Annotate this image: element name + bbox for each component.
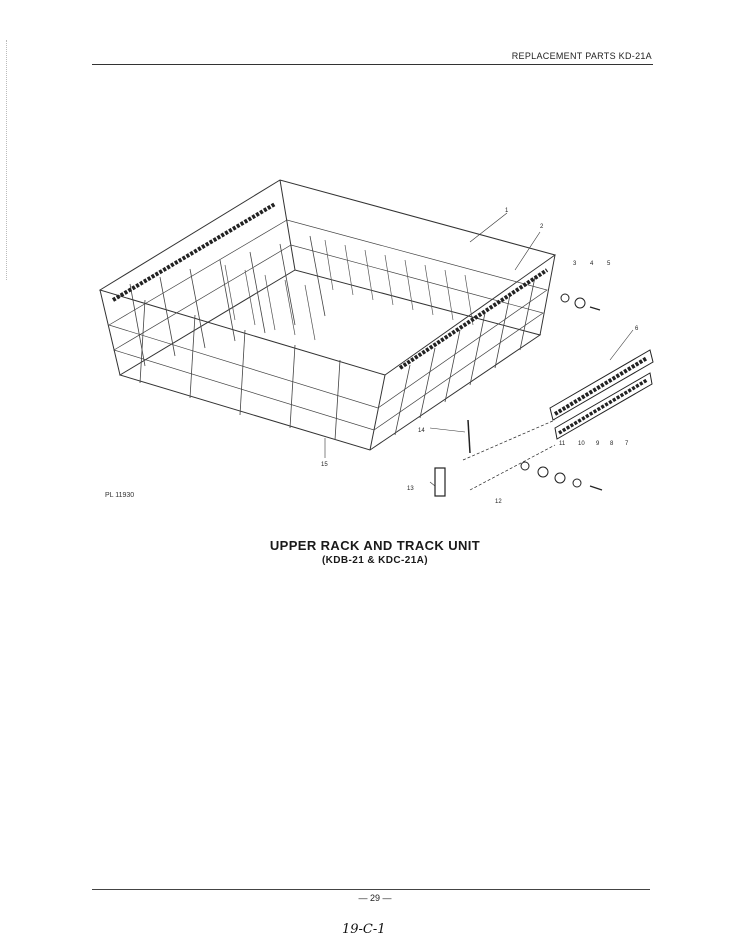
roller (554, 472, 566, 484)
track-end-cap (434, 467, 446, 497)
handwritten-note: 19-C-1 (342, 922, 386, 937)
track-rail-lower (554, 372, 653, 440)
figure-id: PL 11930 (105, 492, 135, 499)
figure-title: UPPER RACK AND TRACK UNIT (269, 538, 481, 553)
callout-8: 8 (610, 441, 614, 447)
roller (574, 297, 586, 309)
callout-5: 5 (607, 261, 611, 267)
callout-2: 2 (540, 224, 544, 230)
callout-7: 7 (625, 441, 629, 447)
callout-15: 15 (321, 462, 328, 468)
roller (572, 478, 582, 488)
roller (537, 466, 549, 478)
roller (520, 461, 530, 471)
figure-subtitle: (KDB-21 & KDC-21A) (321, 555, 429, 566)
rack-side-wires (129, 235, 536, 441)
callout-1: 1 (505, 208, 509, 214)
page-header: REPLACEMENT PARTS KD-21A (511, 51, 652, 61)
roller (560, 293, 570, 303)
callout-3: 3 (573, 261, 577, 267)
left-margin-marks (6, 40, 9, 280)
page-number: — 29 — (358, 893, 392, 903)
callout-14: 14 (418, 428, 425, 434)
callout-6: 6 (635, 326, 639, 332)
track-assembly (434, 293, 654, 497)
rack-bottom-rim (118, 269, 542, 451)
track-rail (549, 349, 654, 421)
upper-rack-diagram: 1 2 3 4 5 6 7 8 9 10 11 12 13 14 15 (98, 179, 654, 505)
rack-rail-strips (111, 202, 549, 370)
rack-tines (224, 239, 474, 341)
callout-13: 13 (407, 486, 414, 492)
footer-rule (92, 889, 650, 890)
callout-12: 12 (495, 499, 502, 505)
callout-10: 10 (578, 441, 585, 447)
callout-9: 9 (596, 441, 600, 447)
callout-4: 4 (590, 261, 594, 267)
callout-11: 11 (559, 441, 566, 447)
header-rule (92, 64, 653, 65)
